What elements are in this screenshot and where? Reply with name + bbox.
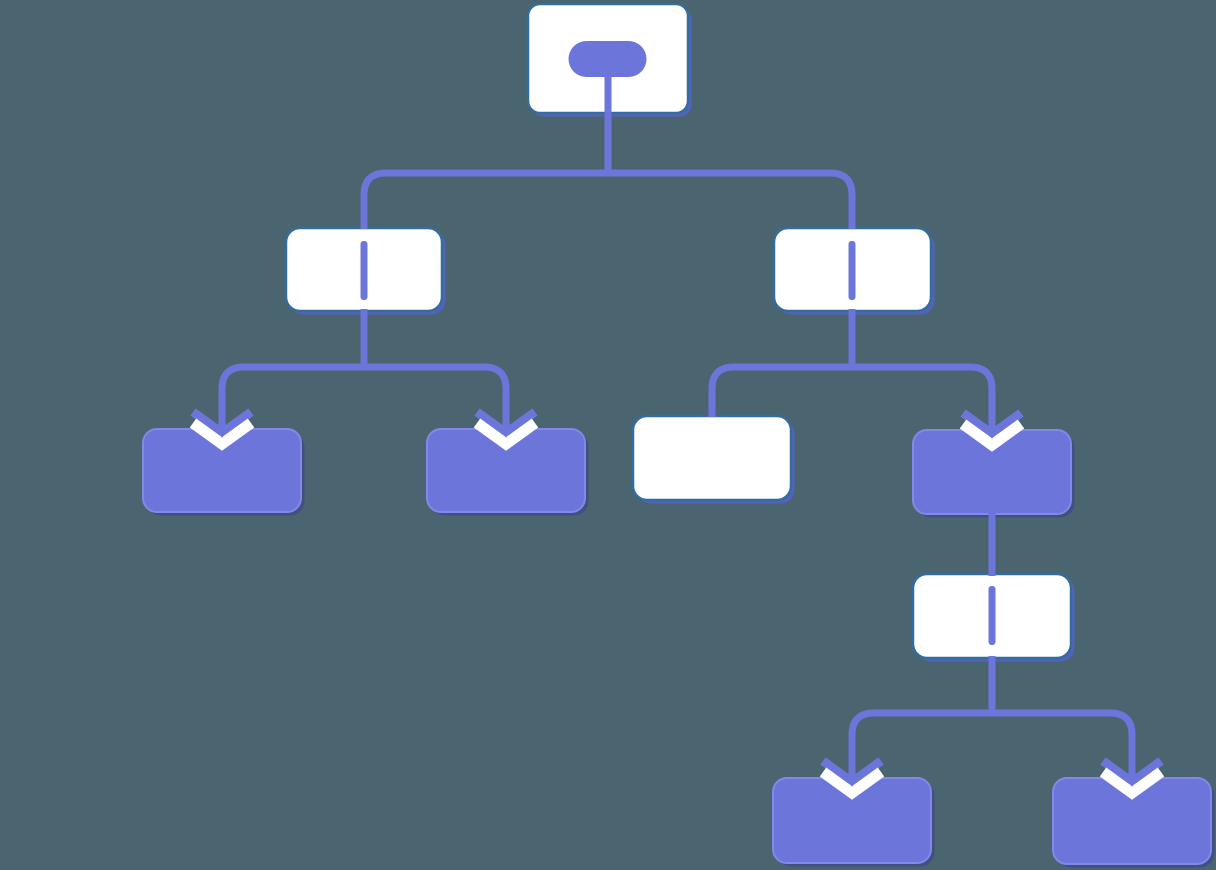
chevron-white: [959, 419, 1025, 452]
chevron-down-icon: [1099, 746, 1165, 800]
node-leaf-blank[interactable]: [631, 414, 795, 504]
pass-through-line-icon: [360, 241, 368, 300]
chevron-down-icon: [473, 397, 539, 451]
arrow-shaft: [848, 746, 856, 787]
pass-through-line-icon: [848, 241, 856, 300]
chevron-white: [473, 418, 539, 451]
chevron-down-icon: [819, 746, 885, 800]
connector-top-split: [360, 169, 856, 229]
node-leaf-1[interactable]: [142, 428, 305, 516]
chevron-white: [189, 418, 255, 451]
chevron-down-icon: [189, 397, 255, 451]
node-mid[interactable]: [912, 429, 1075, 518]
connector-bottom-split: [848, 709, 1136, 757]
pass-through-line-icon: [988, 586, 996, 645]
connector-right-split: [708, 363, 996, 417]
arrow-shaft: [1128, 746, 1136, 787]
pill-icon: [568, 41, 647, 77]
chevron-down-icon: [959, 398, 1025, 452]
arrow-shaft: [502, 397, 510, 438]
node-leaf-3[interactable]: [772, 777, 935, 867]
node-leaf-4[interactable]: [1052, 777, 1215, 868]
connector-left-split: [218, 363, 510, 408]
arrow-shaft: [218, 397, 226, 438]
node-box[interactable]: [631, 414, 793, 502]
arrow-shaft: [988, 398, 996, 439]
chevron-white: [1099, 767, 1165, 800]
chevron-white: [819, 767, 885, 800]
